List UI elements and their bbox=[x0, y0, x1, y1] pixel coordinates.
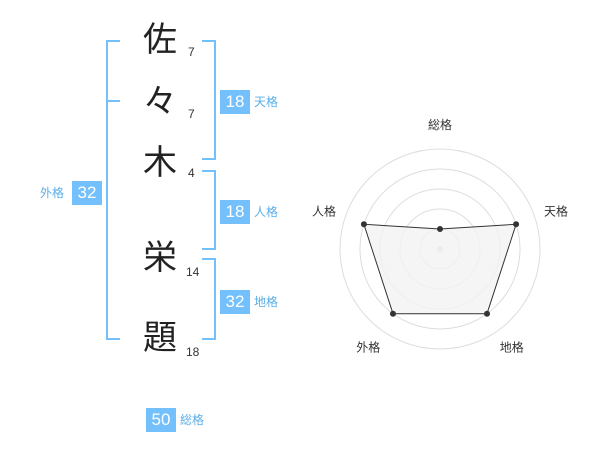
radar-point-4 bbox=[389, 310, 396, 317]
tenkaku-value: 18 bbox=[220, 90, 250, 114]
name-char-3: 木 bbox=[143, 143, 177, 183]
stroke-count-4: 14 bbox=[186, 265, 200, 279]
name-char-2: 々 bbox=[143, 82, 177, 122]
tenkaku-label: 天格 bbox=[254, 95, 279, 109]
name-char-4: 栄 bbox=[143, 238, 177, 278]
stroke-count-5: 18 bbox=[186, 345, 200, 359]
radar-axis-label-4: 外格 bbox=[356, 340, 380, 355]
gaikaku-label: 外格 bbox=[40, 186, 65, 200]
jinkaku-label: 人格 bbox=[254, 205, 279, 219]
chikaku-value: 32 bbox=[220, 290, 250, 314]
radar-point-3 bbox=[484, 310, 491, 317]
radar-axis-label-1: 総格 bbox=[428, 117, 452, 132]
jinkaku-bracket bbox=[202, 170, 216, 250]
gaikaku-value: 32 bbox=[72, 181, 102, 205]
radar-points bbox=[360, 221, 520, 317]
radar-axis-label-5: 人格 bbox=[312, 203, 336, 218]
radar-point-5 bbox=[360, 221, 367, 228]
radar-grid-ring bbox=[339, 148, 541, 350]
radar-area bbox=[363, 223, 517, 315]
name-char-1: 佐 bbox=[143, 20, 177, 60]
name-char-5: 題 bbox=[143, 318, 177, 358]
radar-axis-label-2: 天格 bbox=[544, 203, 568, 218]
stroke-count-2: 7 bbox=[188, 107, 195, 121]
stroke-count-1: 7 bbox=[188, 45, 195, 59]
radar-point-2 bbox=[513, 221, 520, 228]
chikaku-label: 地格 bbox=[254, 295, 279, 309]
chikaku-bracket bbox=[202, 258, 216, 340]
tenkaku-bracket bbox=[202, 40, 216, 160]
gaikaku-bracket-tick bbox=[106, 100, 120, 102]
gaikaku-bracket bbox=[106, 40, 120, 340]
jinkaku-value: 18 bbox=[220, 200, 250, 224]
radar-grid-ring bbox=[359, 168, 521, 330]
stroke-count-3: 4 bbox=[188, 166, 195, 180]
radar-point-1 bbox=[437, 226, 443, 232]
soukaku-label: 総格 bbox=[180, 413, 205, 427]
radar-axis-label-3: 地格 bbox=[500, 340, 524, 355]
soukaku-value: 50 bbox=[146, 408, 176, 432]
